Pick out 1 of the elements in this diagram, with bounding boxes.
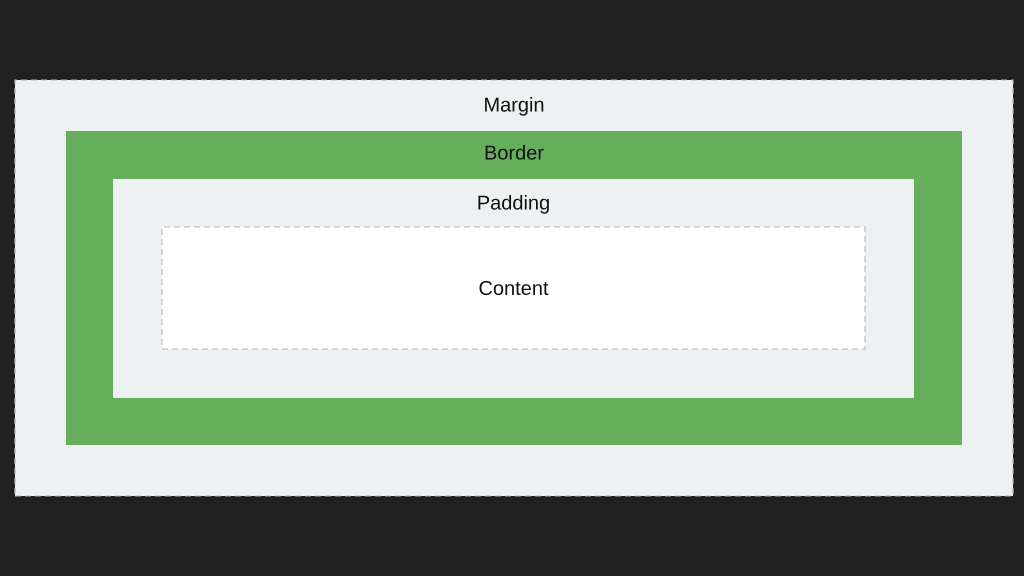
content-box: Content <box>161 226 866 350</box>
